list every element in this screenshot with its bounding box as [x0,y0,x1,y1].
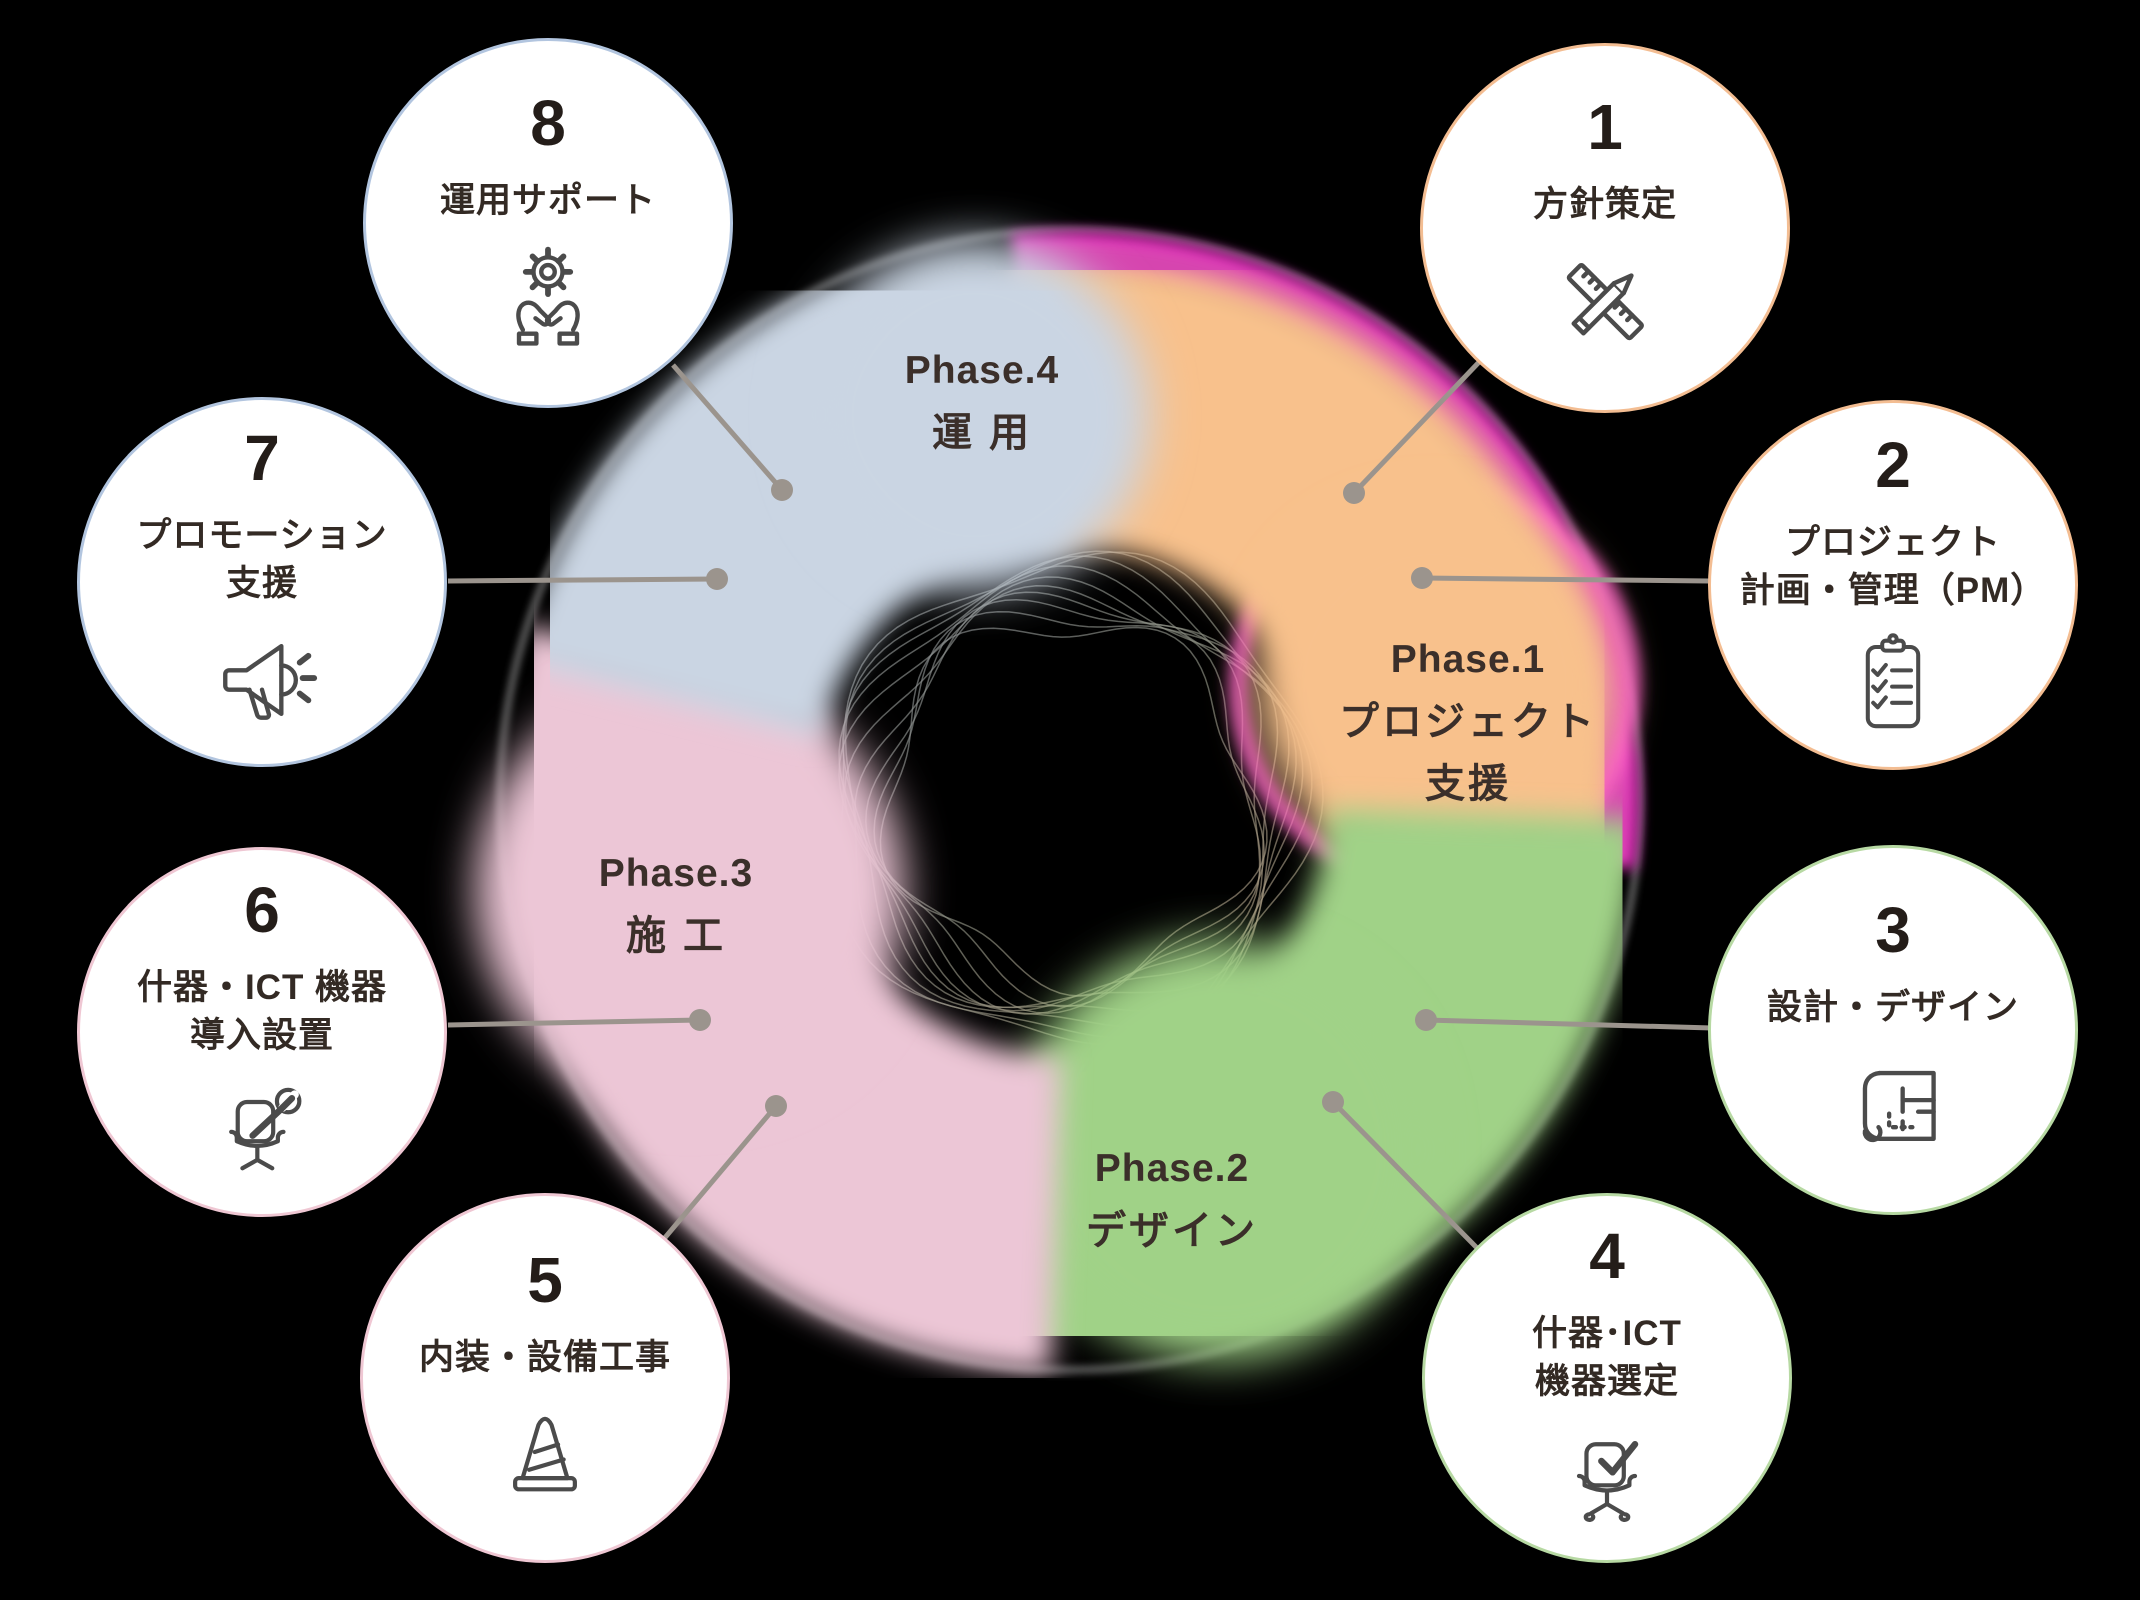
chair-check-icon [1551,1420,1663,1532]
phase1-line1: プロジェクト [1339,700,1597,745]
step-circle-3: 3 設計・デザイン [1708,845,2078,1215]
step-title: 設計・デザイン [1766,987,2019,1027]
step-number: 6 [244,873,280,946]
step-circle-1: 1 方針策定 [1420,43,1790,413]
phase4-segment [514,227,1150,741]
step-number: 3 [1875,893,1911,966]
step-title: 運用サポート [439,180,656,220]
connector-dot-3 [1415,1009,1437,1031]
phase2-label: Phase.2 デザイン [1086,1138,1258,1262]
connector-line-4 [1331,1100,1481,1252]
step-title: プロジェクト 計画・管理（PM） [1739,522,2047,610]
megaphone-icon [204,622,320,738]
pencil-ruler-icon [1546,243,1664,361]
connector-dot-5 [765,1095,787,1117]
hands-gear-icon [490,239,606,355]
phase3-label: Phase.3 施 工 [599,843,753,967]
connector-line-7 [447,576,718,584]
step-title: 内装・設備工事 [418,1337,671,1377]
phase1-name: Phase.1 [1390,637,1546,681]
step-circle-5: 5 内装・設備工事 [360,1193,730,1563]
phase1-line2: 支援 [1425,762,1511,807]
step-title: プロモーション 支援 [136,515,388,603]
step-title: 方針策定 [1532,184,1677,224]
connector-line-2 [1421,575,1710,584]
connector-dot-7 [706,568,728,590]
step-number: 7 [244,421,280,494]
phase2-name: Phase.2 [1094,1146,1250,1190]
chair-wrench-icon [206,1074,318,1186]
phase3-name: Phase.3 [598,851,754,895]
floor-plan-icon [1835,1046,1951,1162]
connector-line-5 [661,1104,778,1242]
connector-dot-4 [1322,1091,1344,1113]
step-circle-6: 6 什器・ICT 機器 導入設置 [77,847,447,1217]
phase4-name: Phase.4 [904,348,1060,392]
traffic-cone-icon [489,1396,601,1508]
phase3-segment [475,623,1064,1373]
phase4-line1: 運 用 [931,411,1033,456]
phase2-line1: デザイン [1086,1209,1258,1254]
clipboard-checklist-icon [1839,629,1947,737]
step-title: 什器・ICT 機器 導入設置 [136,967,388,1055]
phase3-line1: 施 工 [625,914,727,959]
step-circle-2: 2 プロジェクト 計画・管理（PM） [1708,400,2078,770]
connector-dot-1 [1343,482,1365,504]
step-number: 5 [527,1243,563,1316]
phase1-label: Phase.1 プロジェクト 支援 [1339,629,1597,815]
connector-dot-6 [689,1009,711,1031]
connector-line-6 [447,1017,701,1028]
step-number: 2 [1875,428,1911,501]
step-number: 1 [1587,90,1623,163]
step-circle-4: 4 什器･ICT 機器選定 [1422,1193,1792,1563]
connector-line-3 [1425,1017,1713,1031]
step-number: 8 [530,86,566,159]
phase4-label: Phase.4 運 用 [905,340,1059,464]
step-number: 4 [1589,1219,1625,1292]
step-circle-7: 7 プロモーション 支援 [77,397,447,767]
connector-line-8 [671,363,784,492]
step-title: 什器･ICT 機器選定 [1532,1313,1682,1401]
connector-dot-2 [1411,567,1433,589]
step-circle-8: 8 運用サポート [363,38,733,408]
phase2-segment [1010,806,1643,1373]
connector-dot-8 [771,479,793,501]
